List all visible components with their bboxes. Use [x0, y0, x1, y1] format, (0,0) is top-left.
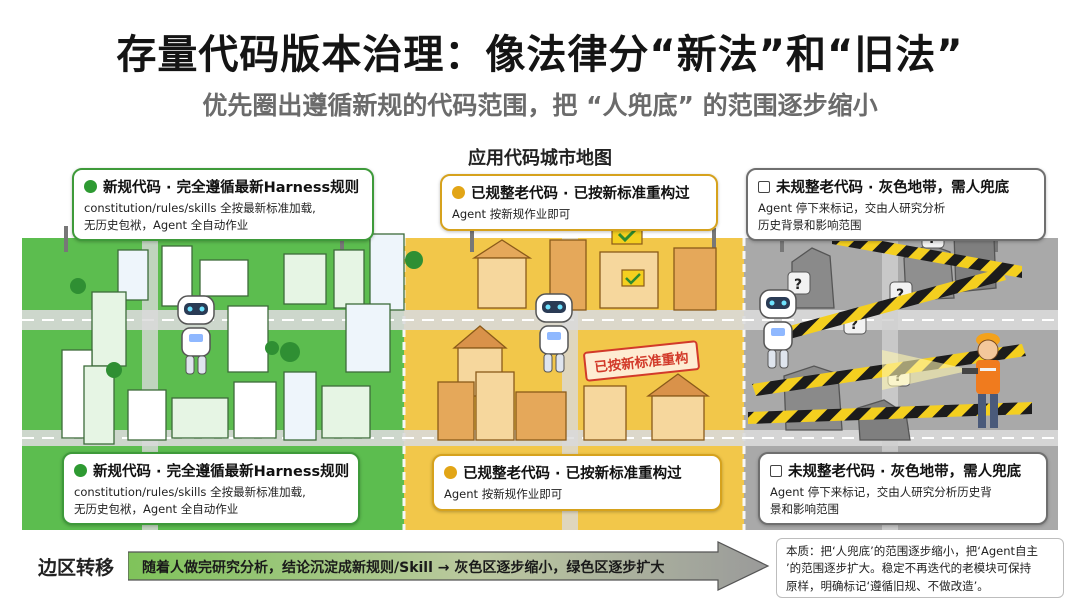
green-top-title: 新规代码 · 完全遵循最新Harness规则	[103, 180, 360, 196]
trees	[70, 251, 423, 378]
green-bottom-desc-1: constitution/rules/skills 全按最新标准加载,	[74, 485, 306, 499]
essence-line-2: ’的范围逐步扩大。稳定不再迭代的老模块可保持	[786, 561, 1032, 576]
robot-icon	[759, 289, 797, 369]
yellow-zone-bottom-card: 已规整老代码 · 已按新标准重构过 Agent 按新规作业即可	[432, 454, 722, 511]
yellow-dot-icon	[444, 466, 457, 479]
gray-top-desc-1: Agent 停下来标记，交由人研究分析	[758, 201, 946, 215]
yellow-buildings	[437, 239, 717, 441]
essence-line-1: 本质：把‘人兜底’的范围逐步缩小，把‘Agent自主	[786, 544, 1039, 558]
gray-bottom-desc-1: Agent 停下来标记，交由人研究分析历史背	[770, 485, 992, 499]
edge-transfer-label: 边区转移	[38, 557, 115, 579]
page-title: 存量代码版本治理：像法律分“新法”和“旧法”	[116, 32, 964, 78]
yellow-top-desc: Agent 按新规作业即可	[452, 207, 571, 221]
edge-transfer-arrow	[128, 541, 770, 591]
page-subtitle: 优先圈出遵循新规的代码范围，把 “人兜底” 的范围逐步缩小	[202, 91, 878, 120]
map-title: 应用代码城市地图	[468, 148, 612, 169]
edge-transfer-text: 随着人做完研究分析，结论沉淀成新规则/Skill → 灰色区逐步缩小，绿色区逐步…	[142, 560, 665, 576]
gray-zone-top-card: 未规整老代码 · 灰色地带，需人兜底 Agent 停下来标记，交由人研究分析历史…	[746, 168, 1046, 242]
yellow-top-title: 已规整老代码 · 已按新标准重构过	[471, 186, 690, 202]
svg-text:?: ?	[896, 287, 904, 303]
yellow-dot-icon	[452, 186, 465, 199]
worker-icon	[962, 333, 1000, 428]
checkbox-empty-icon	[758, 180, 770, 193]
yellow-bottom-desc: Agent 按新规作业即可	[444, 487, 563, 501]
robot-icon	[535, 293, 573, 373]
svg-text:?: ?	[850, 317, 858, 333]
green-top-desc-1: constitution/rules/skills 全按最新标准加载,	[84, 201, 316, 215]
green-bottom-desc-2: 无历史包袱，Agent 全自动作业	[74, 501, 239, 516]
svg-text:?: ?	[794, 277, 802, 293]
flashlight-icon	[882, 350, 972, 390]
green-bottom-title: 新规代码 · 完全遵循最新Harness规则	[93, 464, 350, 480]
robot-icon	[177, 295, 215, 375]
green-zone-bottom-card: 新规代码 · 完全遵循最新Harness规则 constitution/rule…	[62, 452, 360, 526]
check-circle-icon	[74, 464, 87, 477]
green-zone-top-card: 新规代码 · 完全遵循最新Harness规则 constitution/rule…	[72, 168, 374, 242]
checkbox-empty-icon	[770, 464, 782, 477]
green-buildings	[61, 233, 405, 445]
gray-zone-bottom-card: 未规整老代码 · 灰色地带，需人兜底 Agent 停下来标记，交由人研究分析历史…	[758, 452, 1048, 526]
gray-bottom-desc-2: 景和影响范围	[770, 501, 839, 516]
green-top-desc-2: 无历史包袱，Agent 全自动作业	[84, 217, 249, 232]
essence-note: 本质：把‘人兜底’的范围逐步缩小，把‘Agent自主 ’的范围逐步扩大。稳定不再…	[776, 538, 1064, 598]
essence-line-3: 原样，明确标记‘遵循旧规、不做改造’。	[786, 578, 989, 593]
gray-bottom-title: 未规整老代码 · 灰色地带，需人兜底	[788, 464, 1022, 480]
gray-top-desc-2: 历史背景和影响范围	[758, 217, 862, 232]
gray-top-title: 未规整老代码 · 灰色地带，需人兜底	[776, 180, 1010, 196]
yellow-bottom-title: 已规整老代码 · 已按新标准重构过	[463, 466, 682, 482]
city-map: ? ? ? ? ?	[22, 223, 1058, 530]
yellow-zone-top-card: 已规整老代码 · 已按新标准重构过 Agent 按新规作业即可	[440, 174, 718, 231]
check-circle-icon	[84, 180, 97, 193]
